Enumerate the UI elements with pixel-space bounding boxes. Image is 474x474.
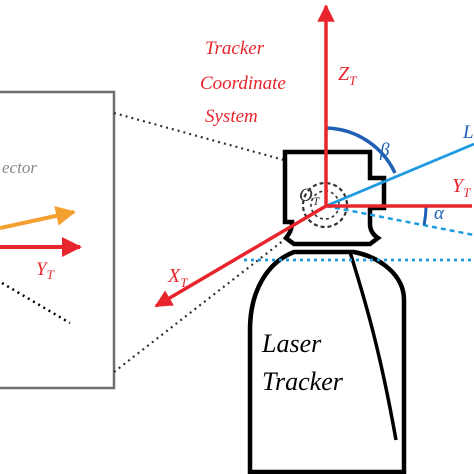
inset-panel: ector YT — [0, 90, 116, 390]
inset-caption: ector — [2, 158, 37, 177]
title-line-3: System — [205, 106, 258, 127]
origin-label: OT — [299, 185, 321, 208]
tracker-body-curve — [348, 251, 398, 441]
beam-projection-line — [325, 204, 474, 237]
beta-angle-arc — [325, 126, 397, 174]
tracker-label-line-2: Tracker — [262, 367, 344, 396]
title-line-2: Coordinate — [200, 73, 286, 94]
laser-beam-line — [325, 142, 474, 208]
y-axis-label: YT — [452, 175, 471, 200]
beta-label: β — [379, 140, 390, 161]
laser-tracker: Laser Tracker — [247, 149, 407, 474]
inset-border — [0, 90, 116, 390]
coordinate-system-title: Tracker Coordinate System — [200, 38, 286, 127]
alpha-label: α — [434, 203, 445, 224]
tracker-label-line-1: Laser — [261, 329, 322, 358]
inset-dotted-line — [1, 281, 71, 325]
x-axis-arrow — [154, 204, 327, 308]
inset-y-axis-label: YT — [36, 259, 55, 282]
title-line-1: Tracker — [205, 38, 265, 59]
x-axis-label: XT — [167, 265, 188, 290]
alpha-angle-arc — [422, 205, 428, 226]
inset-orange-arrow — [0, 206, 76, 230]
z-axis-label: ZT — [338, 63, 357, 88]
beam-label: L — [462, 122, 474, 143]
zoom-connector-top — [113, 111, 285, 162]
